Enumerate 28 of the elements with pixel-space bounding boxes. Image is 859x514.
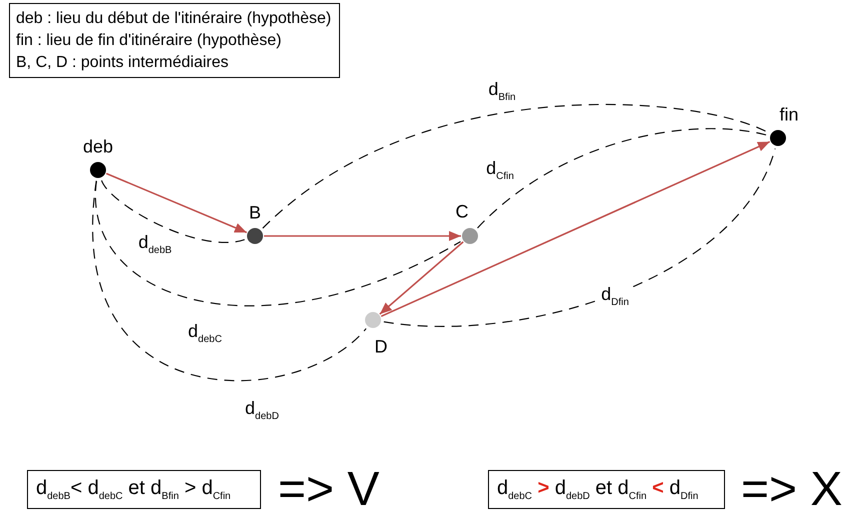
dashed-distance-curve <box>101 180 245 243</box>
edge-label: d$_{debB}$ <box>137 232 173 256</box>
edge-label: d$_{debC}$ <box>187 321 223 345</box>
note-line: deb : lieu du début de l'itinéraire (hypothèse) <box>16 9 332 29</box>
result-text: => V <box>278 466 380 514</box>
route-arrow <box>264 231 461 241</box>
point-label: deb <box>82 136 114 158</box>
point-label: C <box>456 202 468 222</box>
point-label: B <box>249 202 261 224</box>
condition-text: d$_{debB}$< d$_{debC}$ et d$_{Bfin}$ > d$_{Cfin}$ <box>36 477 231 502</box>
result-text: => X <box>741 466 842 514</box>
edge-label: d$_{Bfin}$ <box>487 79 517 103</box>
dashed-distance-curve <box>477 128 768 228</box>
dashed-distance-curve <box>92 180 366 381</box>
note-line: B, C, D : points intermédiaires <box>16 53 230 73</box>
condition-box <box>27 470 261 509</box>
edge-label: d$_{debD}$ <box>244 398 280 422</box>
note-line: fin : lieu de fin d'itinéraire (hypothèse) <box>16 31 282 51</box>
legend-note-box <box>9 3 340 78</box>
edge-label: d$_{Cfin}$ <box>485 158 515 182</box>
edge-label: d$_{Dfin}$ <box>600 284 630 308</box>
route-arrow <box>106 172 248 234</box>
condition-text: d$_{debC}$ > d$_{debD}$ et d$_{Cfin}$ < d$_{Dfin}$ <box>497 477 698 502</box>
point-label: D <box>374 336 388 358</box>
condition-box <box>488 470 725 509</box>
point-label: fin <box>780 104 798 126</box>
route-arrow <box>379 241 464 315</box>
dashed-distance-curve <box>96 180 461 306</box>
